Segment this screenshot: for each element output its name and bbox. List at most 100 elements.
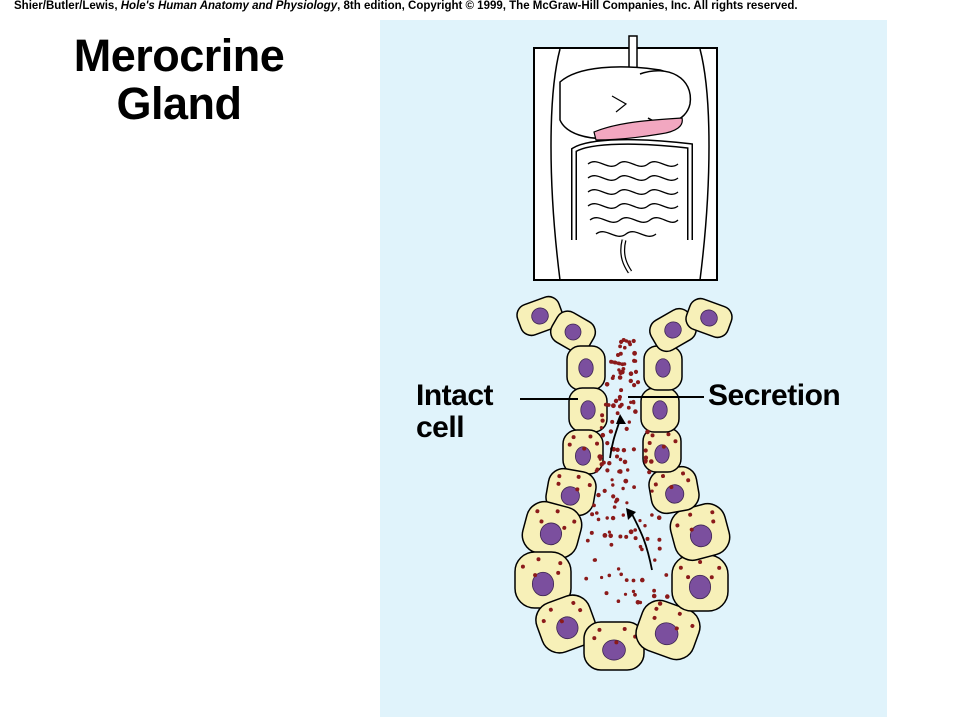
secretion-granule [640, 547, 644, 552]
gland-cell [514, 551, 572, 609]
secretion-granule [618, 397, 622, 401]
secretion-granule [621, 486, 625, 491]
cell-granule [592, 636, 597, 641]
cell-granule [571, 600, 576, 605]
gland-cell [642, 427, 682, 473]
secretion-granule [628, 529, 634, 535]
cell-granule [562, 525, 567, 530]
secretion-granule [629, 400, 633, 404]
secretion-granule [626, 468, 630, 472]
cell-granule [710, 510, 715, 515]
cell-granule [709, 575, 714, 580]
cell-nucleus [539, 522, 563, 546]
secretion-granule [596, 492, 601, 498]
secretion-granule [625, 501, 629, 505]
gland-cell [583, 621, 645, 671]
secretion-granule [664, 573, 669, 577]
cell-granule [520, 564, 525, 569]
secretion-granule [651, 593, 657, 599]
secretion-granule [631, 399, 636, 404]
secretion-granule [624, 339, 629, 343]
gland-cell [649, 307, 697, 353]
secretion-granule [606, 403, 611, 407]
secretion-flow-arrows [609, 414, 653, 571]
cell-granule [678, 565, 683, 570]
secretion-granule [615, 447, 620, 452]
stomach-fold [611, 95, 628, 113]
cell-granule [690, 623, 695, 628]
cell-granule [557, 474, 562, 479]
secretion-granule [605, 516, 609, 520]
secretion-granule [618, 370, 623, 376]
secretion-granule [631, 338, 636, 344]
secretion-granule [633, 409, 638, 414]
secretion-granule [595, 511, 599, 515]
secretion-granule [595, 467, 600, 472]
pancreas [593, 117, 683, 141]
cell-granule [674, 626, 679, 631]
secretion-granule [632, 485, 636, 489]
secretion-granule [633, 592, 637, 597]
secretion-granule [647, 470, 652, 475]
secretion-granule [645, 536, 650, 541]
cell-nucleus [665, 484, 685, 504]
secretion-granule [617, 375, 623, 380]
cell-granule [675, 523, 680, 528]
cell-nucleus [531, 307, 549, 325]
cell-granule [559, 619, 564, 624]
secretion-granule [601, 460, 606, 465]
secretion-granule [608, 533, 613, 539]
cell-nucleus [654, 622, 679, 646]
flow-arrow-lower [631, 513, 653, 571]
cell-nucleus [531, 571, 555, 597]
secretion-granule [638, 519, 642, 523]
secretion-granule [618, 469, 623, 474]
secretion-granule [628, 371, 634, 377]
secretion-granule [631, 578, 636, 583]
secretion-granule [611, 483, 615, 487]
cell-granule [653, 482, 658, 487]
secretion-granule [614, 500, 618, 504]
secretion-granule [589, 530, 594, 535]
flow-arrow-upper-head [616, 414, 626, 424]
flow-arrow-lower-head [626, 508, 636, 520]
cell-granule [578, 608, 583, 613]
secretion-granule [600, 413, 605, 418]
secretion-granule [609, 542, 614, 547]
secretion-granule [593, 558, 597, 562]
secretion-granule [590, 512, 595, 517]
gland-cell [549, 310, 597, 354]
cell-nucleus [654, 444, 670, 464]
secretion-granule [650, 489, 654, 493]
cell-granule [555, 509, 560, 514]
cell-granule [571, 435, 576, 440]
torso-right-outline [699, 48, 710, 281]
secretion-granule [635, 380, 641, 385]
secretion-granule [633, 369, 639, 374]
gland-cell [640, 387, 680, 433]
cell-granule [647, 440, 652, 445]
cell-granule [535, 509, 540, 514]
cell-granule [622, 626, 627, 631]
secretion-granule [602, 533, 608, 538]
cell-nucleus [689, 524, 713, 548]
secretion-granule [622, 459, 628, 465]
secretion-granule [615, 411, 620, 416]
secretion-granule [623, 478, 629, 484]
secretion-granule [645, 429, 650, 435]
secretion-granule [626, 405, 631, 410]
secretion-granule [610, 376, 615, 380]
secretion-granule [596, 517, 601, 522]
cell-granule [661, 444, 666, 449]
cell-nucleus [602, 639, 626, 661]
secretion-granule [633, 536, 638, 541]
gland-cell [685, 297, 733, 339]
secretion-granule [618, 344, 622, 349]
cell-granule [677, 611, 682, 616]
secretion-granule [621, 513, 625, 517]
secretion-granule [652, 588, 656, 593]
secretion-granule [628, 342, 632, 347]
slide-title: Merocrine Gland [34, 32, 324, 128]
secretion-granule [611, 494, 616, 499]
